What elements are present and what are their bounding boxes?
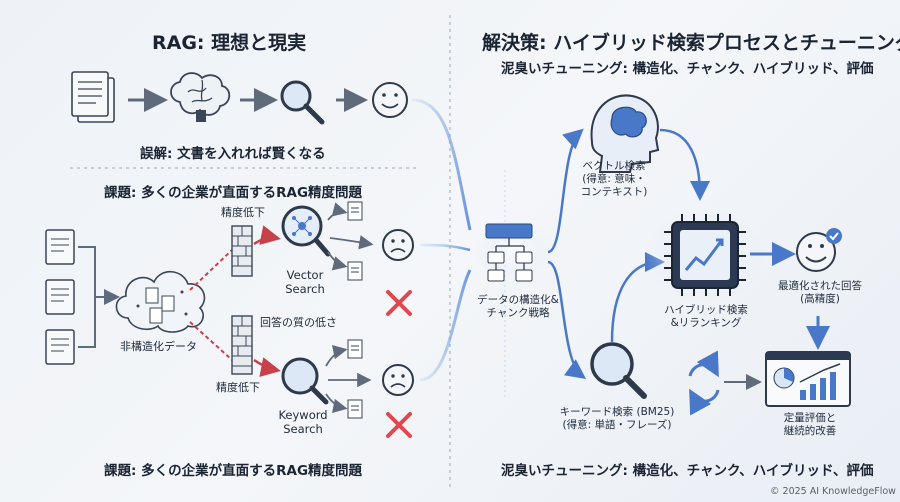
vector-search-label: Vector Search (285, 268, 325, 296)
unstructured-data-label: 非構造化データ (120, 340, 197, 353)
branch-arrow (325, 345, 348, 367)
footer-subtitle: 泥臭いチューニング: 構造化、チャンク、ハイブリッド、評価 (501, 463, 874, 479)
brain-icon (170, 72, 231, 122)
branch-arrow (327, 251, 348, 271)
red-arrow (253, 357, 281, 377)
error-x-icon (386, 290, 412, 316)
keyword-search-icon (281, 357, 329, 405)
footer-problem-label: 課題: 多くの企業が直面するRAG精度問題 (104, 463, 363, 479)
cloud-icon (115, 270, 206, 333)
result-doc-icon (347, 201, 363, 221)
branch-arrow (327, 202, 348, 221)
vector-search-desc: ベクトル検索 (得意: 意味・ コンテキスト) (580, 160, 648, 198)
misconception-label: 誤解: 文書を入れれば賢くなる (140, 146, 326, 162)
optimized-smiley-icon (796, 228, 842, 272)
red-arrow (253, 225, 281, 246)
wall-icon-top (231, 225, 253, 277)
vector-search-icon (281, 205, 331, 257)
sad-face-icon (382, 229, 414, 261)
ai-head-icon (590, 94, 660, 173)
vector-to-hybrid (659, 128, 710, 201)
hybrid-chip-icon (645, 207, 765, 303)
branch-to-keyword (547, 260, 587, 379)
left-title: RAG: 理想と現実 (152, 32, 307, 54)
copyright: © 2025 AI KnowledgeFlow (770, 486, 896, 497)
dashboard-icon (765, 351, 851, 407)
low-quality-answer: 回答の質の低さ (260, 316, 337, 329)
error-x-icon (386, 412, 412, 438)
flow-curve (419, 269, 472, 382)
right-title: 解決策: ハイブリッド検索プロセスとチューニング (482, 32, 900, 54)
accuracy-drop-bottom: 精度低下 (216, 381, 260, 394)
problem-label: 課題: 多くの企業が直面するRAG精度問題 (104, 185, 363, 201)
cycle-icon (688, 350, 720, 416)
right-subtitle: 泥臭いチューニング: 構造化、チャンク、ハイブリッド、評価 (501, 61, 874, 77)
degraded-path (189, 321, 233, 361)
documents-stack (45, 229, 75, 365)
result-doc-icon (347, 339, 363, 359)
result-doc-icon (347, 261, 363, 281)
branch-to-vector (547, 128, 584, 254)
branch-arrow (325, 393, 348, 413)
smiley-icon (372, 82, 408, 118)
result-doc-icon (347, 399, 363, 419)
hybrid-label: ハイブリッド検索 &リランキング (664, 304, 748, 329)
flow-curve (411, 98, 472, 231)
degraded-path (189, 249, 233, 291)
keyword-search-desc: キーワード検索 (BM25) (得意: 単語・フレーズ) (559, 406, 675, 431)
documents-icon (71, 71, 115, 123)
keyword-search-label: Keyword Search (278, 408, 328, 436)
accuracy-drop-top: 精度低下 (221, 206, 265, 219)
evaluation-label: 定量評価と 継続的改善 (783, 412, 837, 437)
magnifier-icon (280, 80, 325, 125)
flow-curve (419, 243, 471, 252)
sad-face-icon (382, 364, 414, 396)
optimized-answer-label: 最適化された回答 (高精度) (778, 280, 862, 305)
structuring-label: データの構造化& チャンク戦略 (477, 294, 559, 319)
bm25-magnifier-icon (590, 342, 647, 399)
wall-icon-bottom (231, 315, 253, 375)
structuring-icon (475, 220, 555, 282)
branch-arrow (329, 235, 374, 250)
